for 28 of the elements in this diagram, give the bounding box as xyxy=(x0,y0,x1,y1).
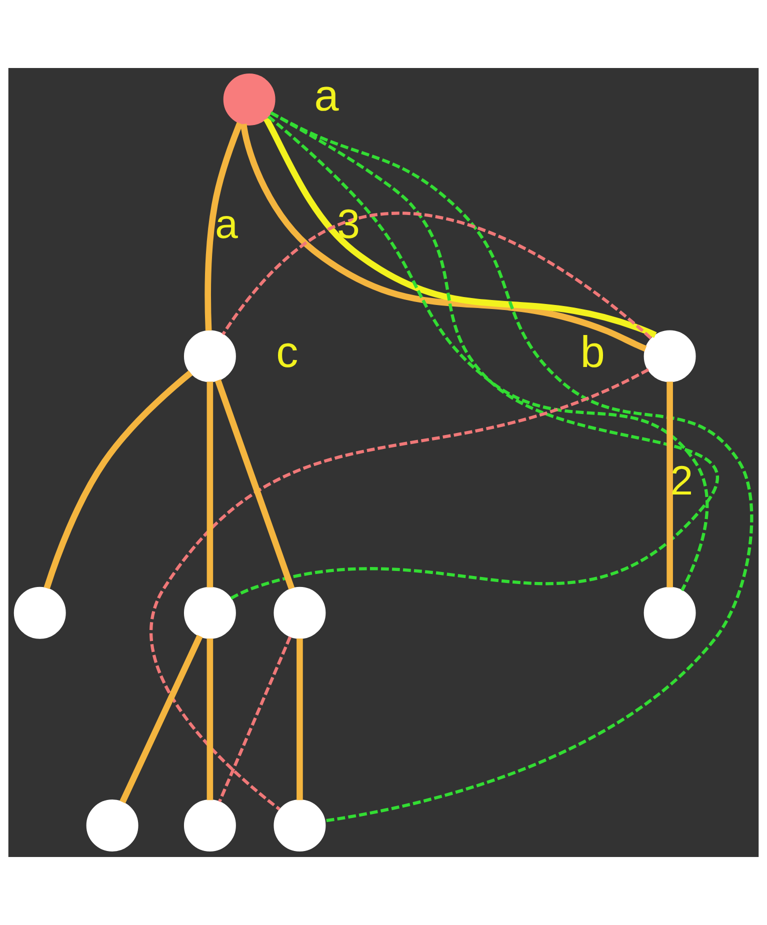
connector xyxy=(206,638,214,800)
node-circle xyxy=(223,74,276,126)
node-label: a xyxy=(314,71,339,120)
connector xyxy=(214,379,295,590)
connector xyxy=(206,382,214,588)
connector xyxy=(666,382,673,588)
connector xyxy=(120,634,203,804)
node-circle xyxy=(184,330,236,382)
node-circle xyxy=(274,586,326,639)
node-circle xyxy=(184,586,236,639)
connector xyxy=(150,368,650,810)
node-label: c xyxy=(276,328,298,378)
connector xyxy=(218,636,292,802)
node-circle xyxy=(14,586,66,639)
connector xyxy=(204,122,243,331)
node-circle xyxy=(644,586,696,639)
connector xyxy=(44,370,193,590)
connector xyxy=(270,111,754,822)
node-label: b xyxy=(580,328,605,378)
node-circle xyxy=(184,800,236,852)
connector xyxy=(222,212,652,340)
connector xyxy=(240,124,647,352)
node-circle xyxy=(86,800,138,852)
edge-label: a xyxy=(215,200,238,247)
connector xyxy=(296,638,303,800)
node-circle xyxy=(644,330,696,382)
node-circle xyxy=(274,800,326,852)
connector xyxy=(264,117,657,338)
